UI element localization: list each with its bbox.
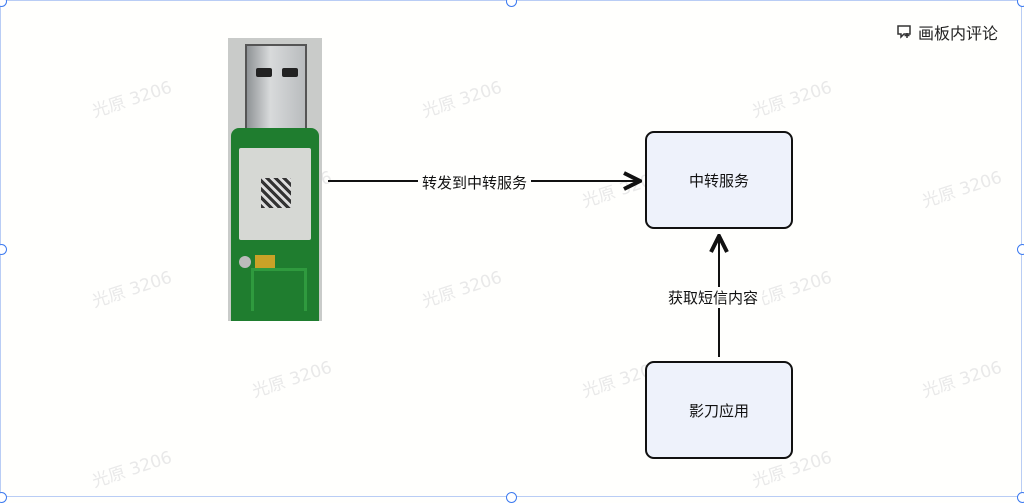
yingdao-app-node[interactable]: 影刀应用 <box>645 361 793 459</box>
resize-handle[interactable] <box>1017 244 1024 255</box>
yingdao-app-label: 影刀应用 <box>688 401 749 420</box>
usb-hole <box>282 68 298 77</box>
relay-service-node[interactable]: 中转服务 <box>645 131 793 229</box>
comment-add-icon <box>897 25 911 39</box>
board-comment-button[interactable]: 画板内评论 <box>896 20 998 44</box>
air780e-module <box>239 148 311 240</box>
resize-handle[interactable] <box>506 492 517 503</box>
resize-handle[interactable] <box>1017 492 1024 503</box>
edge-label-fetch[interactable]: 获取短信内容 <box>664 287 763 308</box>
capacitor <box>255 255 275 268</box>
usb-hole <box>256 68 272 77</box>
qr-code <box>261 178 291 208</box>
board-comment-label: 画板内评论 <box>918 24 999 43</box>
edge-label-forward[interactable]: 转发到中转服务 <box>418 172 532 193</box>
pcb-board <box>231 128 319 321</box>
resize-handle[interactable] <box>0 244 7 255</box>
relay-service-label: 中转服务 <box>688 171 749 190</box>
resize-handle[interactable] <box>0 492 7 503</box>
antenna-connector <box>239 256 251 268</box>
resize-handle[interactable] <box>506 0 517 7</box>
pcb-antenna <box>251 268 307 311</box>
resize-handle[interactable] <box>0 0 7 7</box>
usb-modem-photo[interactable] <box>228 38 322 321</box>
resize-handle[interactable] <box>1017 0 1024 7</box>
